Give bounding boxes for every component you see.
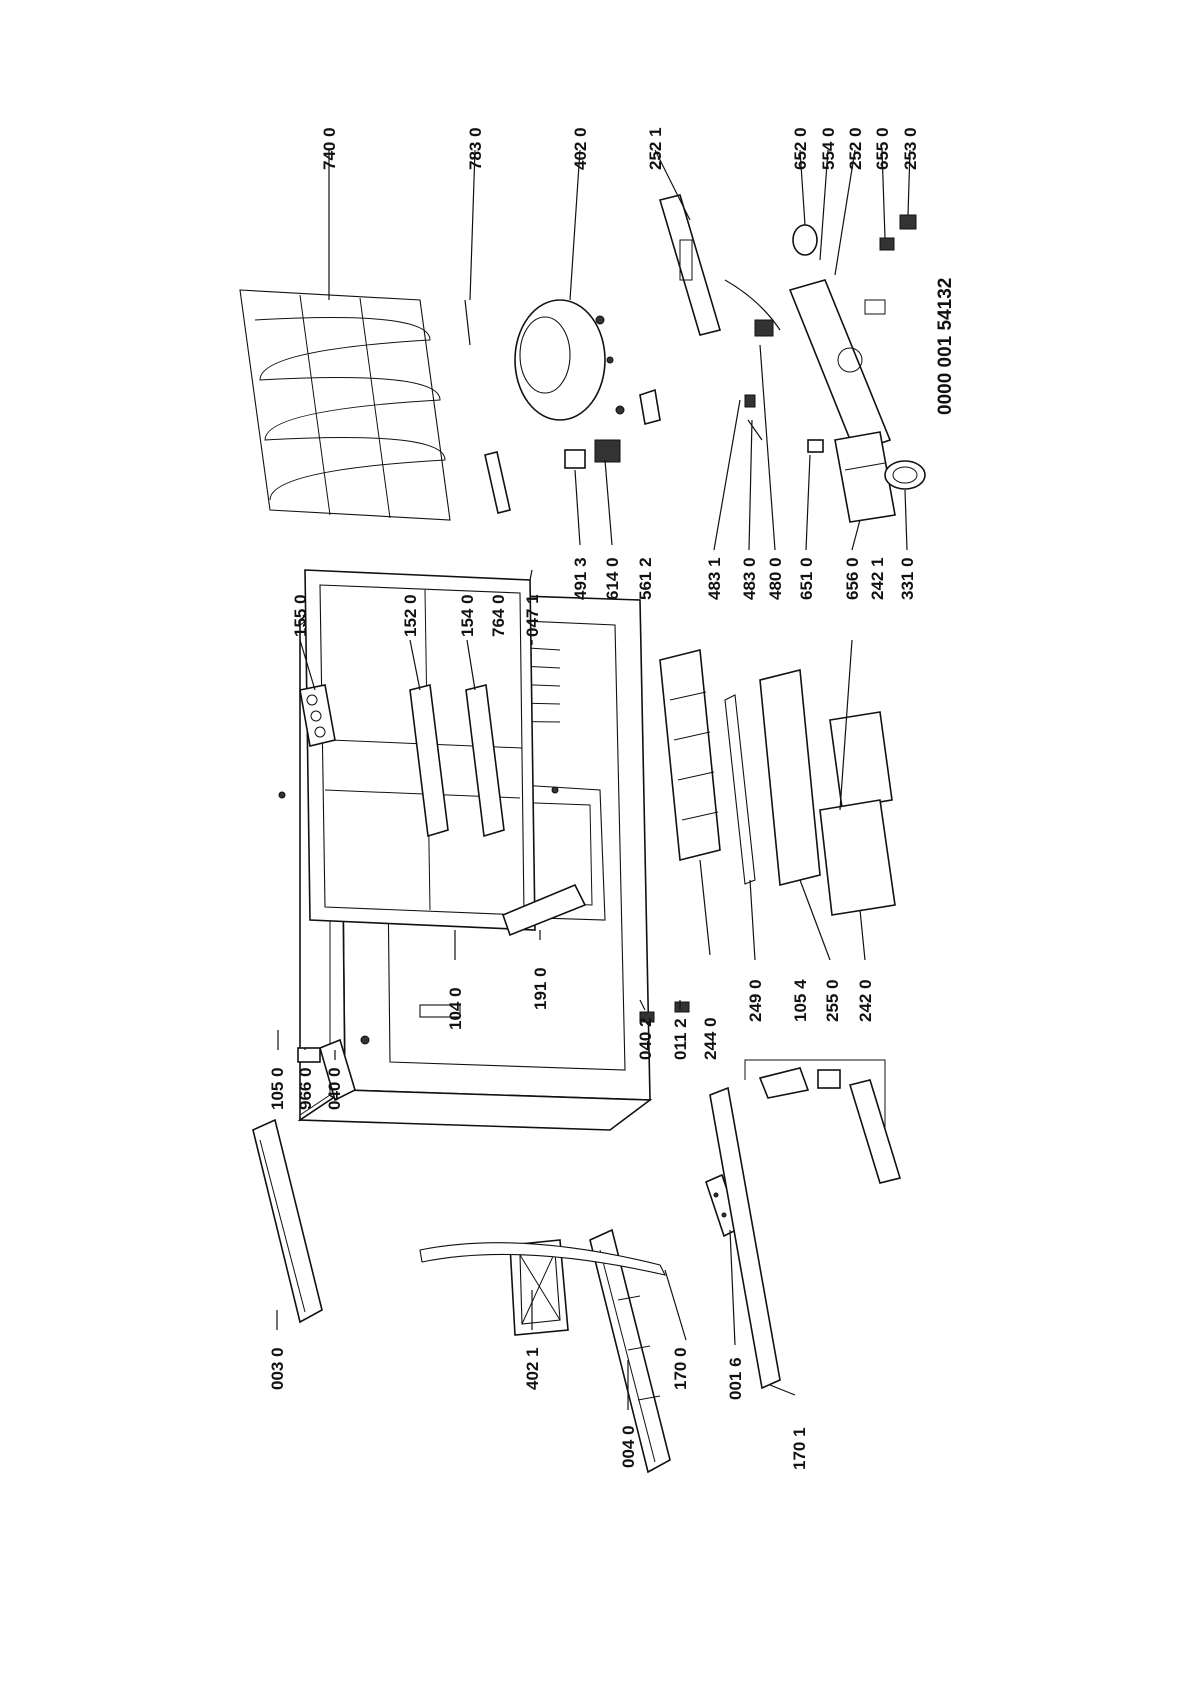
label-170-0: 170 0 [671, 1347, 690, 1390]
label-483-0: 483 0 [740, 557, 759, 600]
label-740-0: 740 0 [320, 127, 339, 170]
condenser-coil [239, 289, 451, 521]
shelf-trim [724, 694, 756, 885]
label-652-0: 652 0 [791, 127, 810, 170]
label-242-1: 242 1 [868, 557, 887, 600]
control-box [788, 279, 892, 454]
label-244-0: 244 0 [701, 1017, 720, 1060]
crisper-drawers [819, 711, 896, 916]
label-040-2: 040 2 [636, 1017, 655, 1060]
label-764-0: 764 0 [489, 594, 508, 637]
door-handle [501, 883, 587, 937]
label-561-2: 561 2 [636, 557, 655, 600]
wiring-harness [724, 279, 781, 441]
label-402-1: 402 1 [523, 1347, 542, 1390]
leader-lines [276, 149, 911, 1410]
label-331-0: 331 0 [898, 557, 917, 600]
compressor [514, 299, 625, 421]
label-011-2: 011 2 [671, 1018, 690, 1060]
label-255-0: 255 0 [823, 979, 842, 1022]
label-252-0: 252 0 [846, 127, 865, 170]
label-253-0: 253 0 [901, 127, 920, 170]
cover-plate [658, 194, 722, 336]
reference-number: 0000 001 54132 [935, 278, 956, 415]
fan-housing [509, 1239, 569, 1336]
lamp-assembly [792, 214, 917, 453]
label-656-0: 656 0 [843, 557, 862, 600]
door-racks [409, 684, 505, 838]
label-040-0: 040 0 [325, 1067, 344, 1110]
label-105-0: 105 0 [268, 1067, 287, 1110]
label-483-1: 483 1 [705, 557, 724, 600]
label-104-0: 104 0 [446, 987, 465, 1030]
label-249-0: 249 0 [746, 979, 765, 1022]
label-614-0: 614 0 [603, 557, 622, 600]
lamp-cover [834, 431, 896, 523]
wire-shelf [659, 648, 721, 862]
label-783-0: 783 0 [466, 127, 485, 170]
egg-tray [299, 684, 336, 747]
label-191-0: 191 0 [531, 967, 550, 1010]
label-651-0: 651 0 [797, 557, 816, 600]
label-170-1: 170 1 [790, 1427, 809, 1470]
label-655-0: 655 0 [873, 127, 892, 170]
label-554-0: 554 0 [819, 127, 838, 170]
label-155-0: 155 0 [291, 594, 310, 637]
label-047-1: 047 1 [523, 594, 542, 637]
label-105-4: 105 4 [791, 979, 810, 1022]
label-402-0: 402 0 [571, 127, 590, 170]
top-brackets [297, 1038, 356, 1102]
bottom-rail [589, 1228, 671, 1474]
label-966-0: 966 0 [296, 1067, 315, 1110]
label-154-0: 154 0 [458, 594, 477, 637]
label-242-0: 242 0 [856, 979, 875, 1022]
label-252-1: 252 1 [646, 127, 665, 170]
glass-shelf [759, 668, 821, 887]
compressor-electrics [564, 388, 661, 469]
label-152-0: 152 0 [401, 594, 420, 637]
feet [639, 1001, 690, 1023]
top-cover [252, 1118, 323, 1324]
label-491-3: 491 3 [571, 557, 590, 600]
long-bar [709, 1086, 781, 1390]
ring [884, 460, 926, 490]
label-004-0: 004 0 [619, 1425, 638, 1468]
label-001-6: 001 6 [726, 1357, 745, 1400]
pipe [464, 299, 471, 346]
label-480-0: 480 0 [766, 557, 785, 600]
hinge-kit [744, 1059, 902, 1184]
label-003-0: 003 0 [268, 1347, 287, 1390]
door-gasket-strip [419, 1242, 667, 1276]
filter-drier [484, 451, 511, 514]
